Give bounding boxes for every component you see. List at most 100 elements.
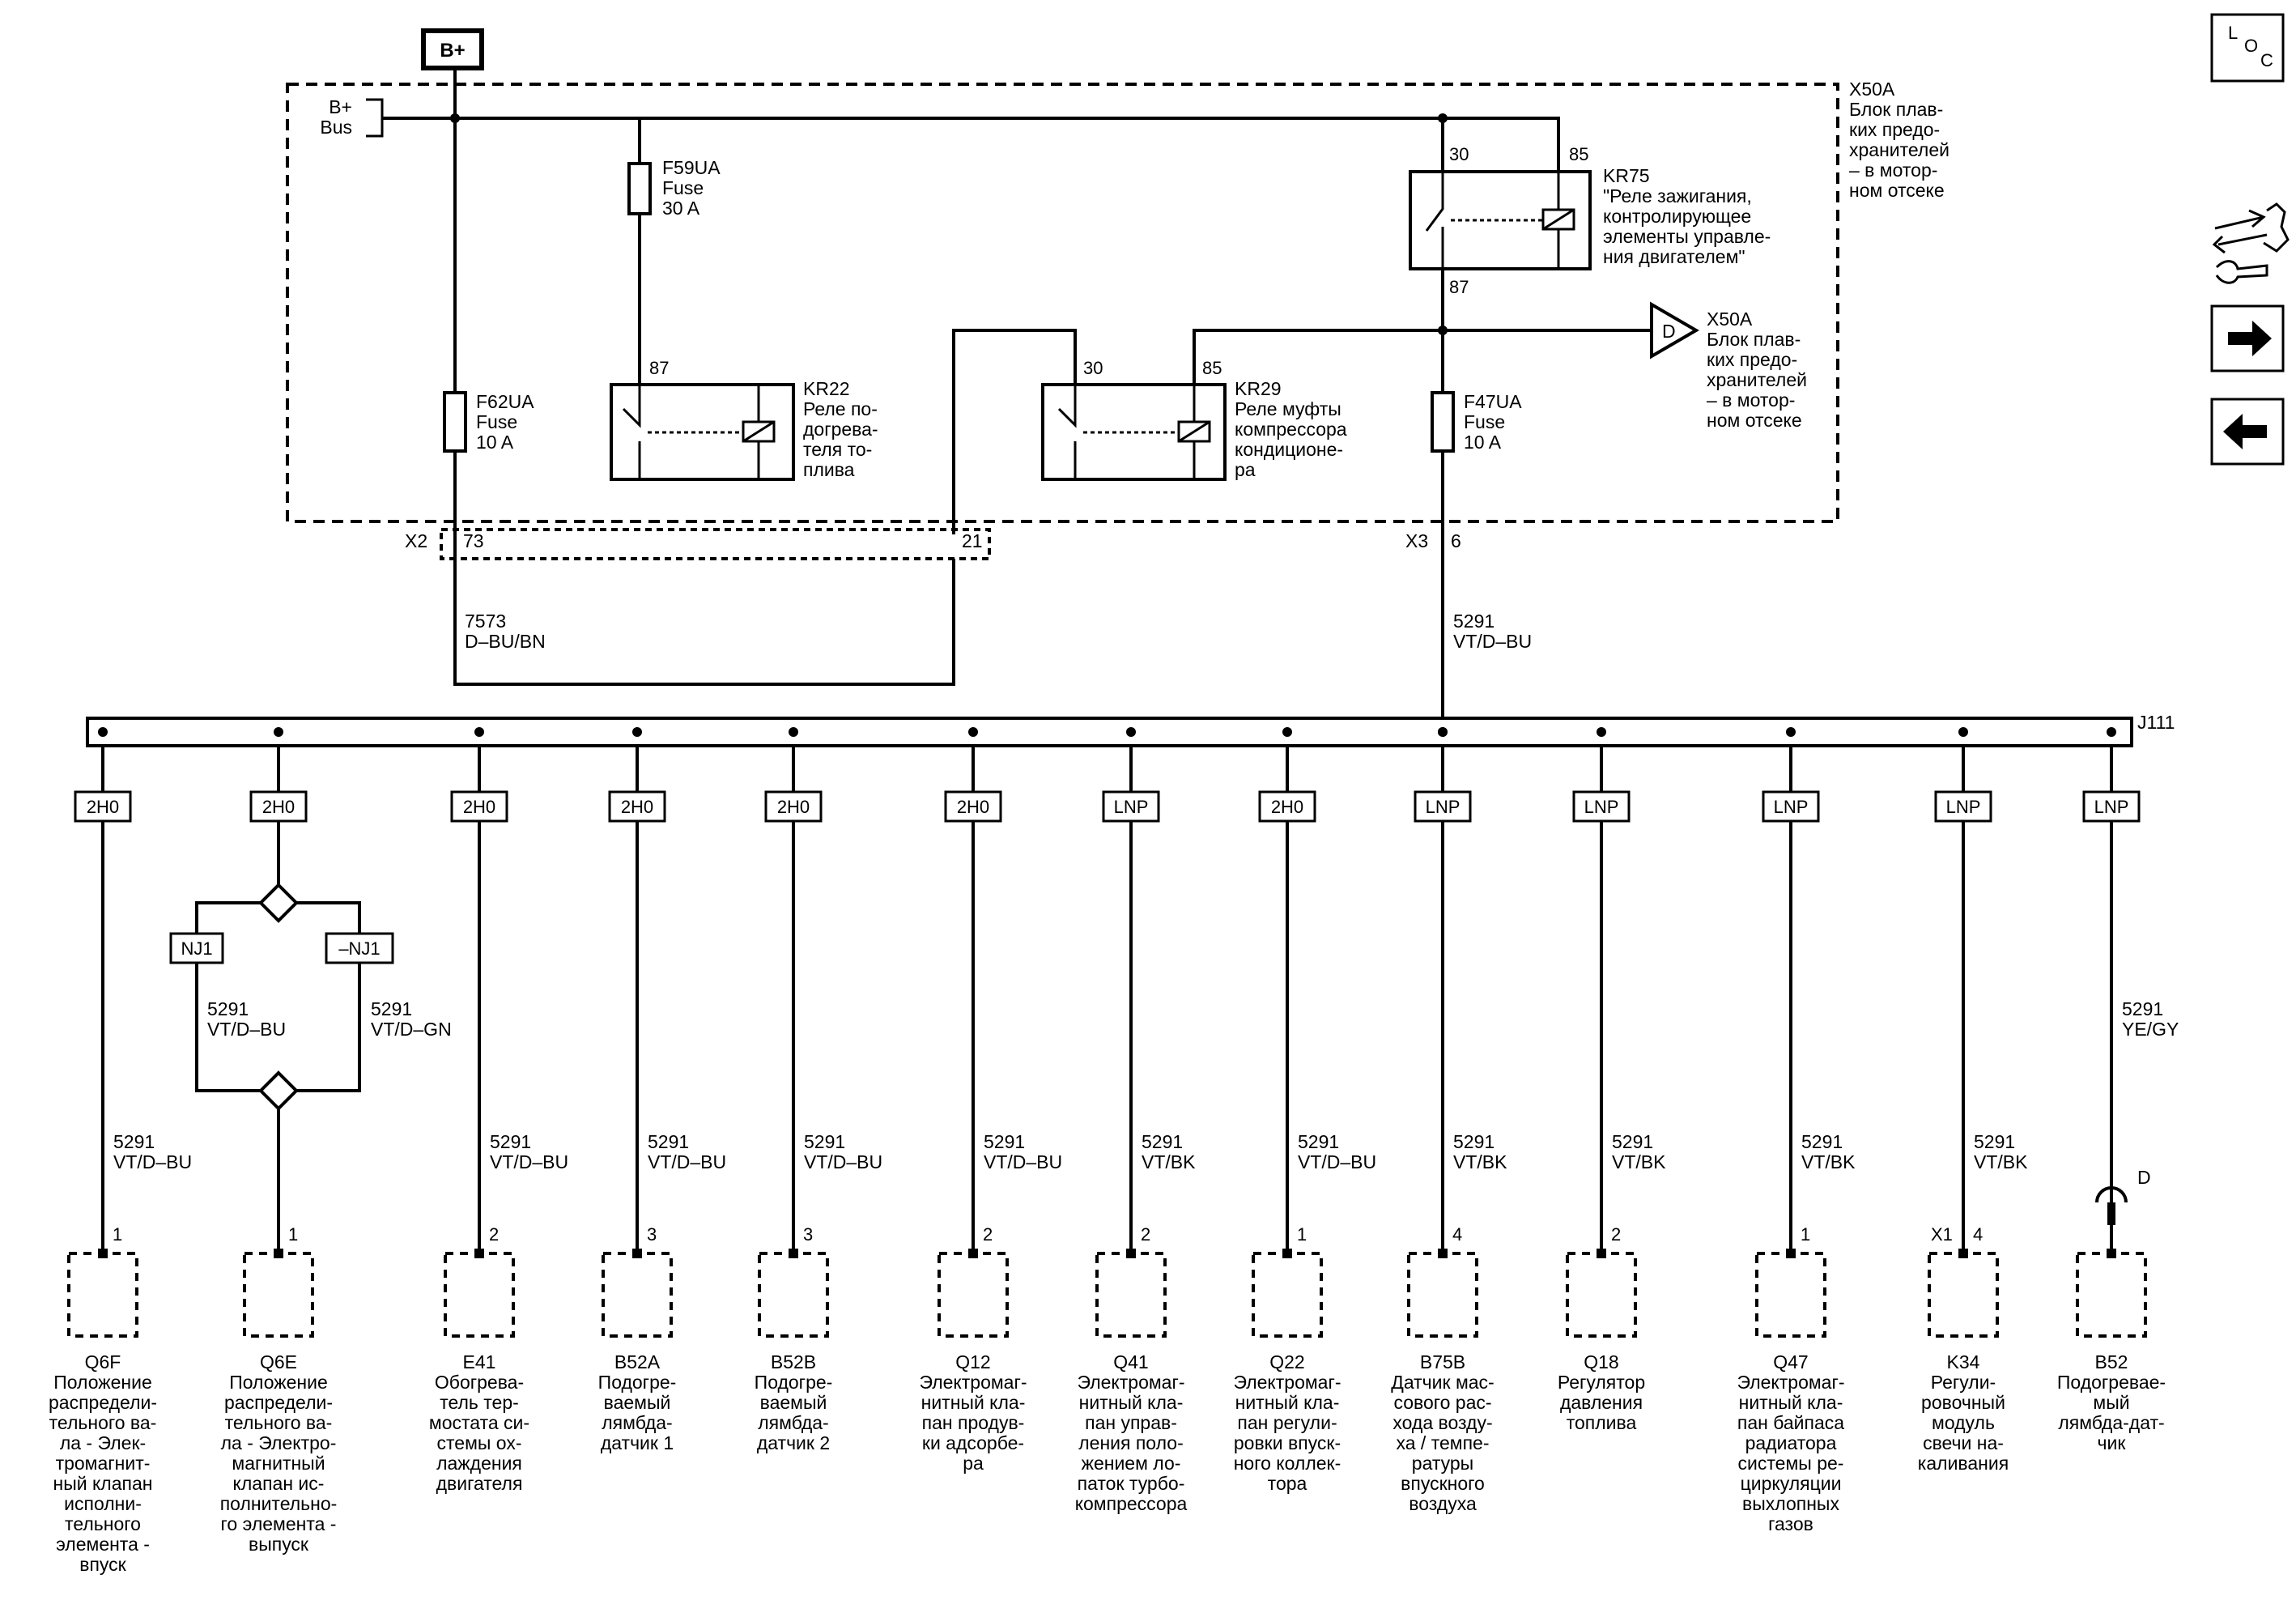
component-description: нитный кла- bbox=[1739, 1392, 1843, 1413]
q6e-bottom-diamond bbox=[258, 1070, 299, 1111]
component-description: Электромаг- bbox=[1077, 1372, 1184, 1393]
component-pin-number: 2 bbox=[983, 1224, 993, 1245]
kr75-label-line: контролирующее bbox=[1603, 206, 1751, 227]
branch-wire-color: VT/D–BU bbox=[1298, 1151, 1376, 1172]
fuse-block-label: X50A Блок плав- ких предо- хранителей – … bbox=[1849, 79, 1949, 201]
minus-nj1-tag-label: –NJ1 bbox=[338, 938, 380, 959]
component-id: E41 bbox=[463, 1351, 496, 1372]
component-description: каливания bbox=[1918, 1453, 2009, 1474]
option-tag-label: LNP bbox=[1946, 797, 1981, 817]
branch-splice-dot bbox=[274, 727, 283, 737]
kr29-switch-arm bbox=[1057, 385, 1077, 428]
kr22-label-line: Реле по- bbox=[803, 398, 878, 419]
branch-wire-number: 5291 bbox=[648, 1131, 689, 1152]
component-terminal bbox=[274, 1249, 283, 1258]
component-description: Электромаг- bbox=[919, 1372, 1027, 1393]
component-description: распредели- bbox=[224, 1392, 333, 1413]
option-tag-label: LNP bbox=[1584, 797, 1619, 817]
x2-pin-21: 21 bbox=[962, 530, 983, 551]
component-description: нитный кла- bbox=[921, 1392, 1026, 1413]
component-description: исполни- bbox=[64, 1493, 142, 1514]
f47ua-label-line: F47UA bbox=[1464, 391, 1522, 412]
component-description: ного коллек- bbox=[1234, 1453, 1341, 1474]
branch-wire-number: 5291 bbox=[1298, 1131, 1339, 1152]
component-description: впуск bbox=[79, 1554, 126, 1575]
component-description: тельного ва- bbox=[49, 1412, 157, 1433]
kr22-label: KR22 Реле по- догрева- теля то- плива bbox=[803, 378, 878, 480]
component-description: жением ло- bbox=[1082, 1453, 1181, 1474]
harness-connector-icon[interactable] bbox=[2212, 202, 2290, 284]
x3-pin-6: 6 bbox=[1451, 530, 1461, 551]
component-description: тель тер- bbox=[440, 1392, 519, 1413]
component-description: ления поло- bbox=[1078, 1432, 1183, 1453]
component-box bbox=[758, 1252, 829, 1338]
q6e-top-diamond bbox=[258, 883, 299, 923]
branch-wire-color: VT/D–BU bbox=[984, 1151, 1062, 1172]
component-pin-number: 1 bbox=[288, 1224, 298, 1245]
component-id: Q12 bbox=[955, 1351, 990, 1372]
branch-splice-dot bbox=[1438, 727, 1448, 737]
b52-connector-letter: D bbox=[2137, 1167, 2151, 1188]
component-description: ваемый bbox=[604, 1392, 671, 1413]
loc-button[interactable]: L O C bbox=[2210, 13, 2285, 83]
f59ua-fuse bbox=[627, 162, 652, 215]
component-connector-label: X1 bbox=[1931, 1224, 1953, 1245]
component-terminal bbox=[789, 1249, 798, 1258]
bus-label-line: Bus bbox=[320, 117, 352, 138]
kr75-coil-mark bbox=[1542, 208, 1575, 231]
f59ua-label: F59UA Fuse 30 A bbox=[662, 157, 721, 219]
component-terminal bbox=[98, 1249, 108, 1258]
wire-7573-label-line: 7573 bbox=[465, 611, 506, 632]
option-tag bbox=[1572, 790, 1631, 823]
ref-label-line: X50A bbox=[1707, 309, 1753, 330]
kr22-switch-arm bbox=[622, 385, 641, 428]
component-box bbox=[602, 1252, 673, 1338]
component-box bbox=[243, 1252, 314, 1338]
q6e-left-wire-label: 5291 bbox=[207, 998, 249, 1019]
component-terminal bbox=[2107, 1249, 2116, 1258]
kr75-relay bbox=[1409, 170, 1592, 270]
component-terminal bbox=[1958, 1249, 1968, 1258]
option-tag bbox=[74, 790, 132, 823]
f62ua-label-line: F62UA bbox=[476, 391, 534, 412]
branch-wire-color: VT/BK bbox=[1453, 1151, 1507, 1172]
component-description: ный клапан bbox=[53, 1473, 153, 1494]
splice-label: J111 bbox=[2137, 712, 2175, 733]
battery-label: B+ bbox=[440, 40, 465, 62]
component-description: радиатора bbox=[1745, 1432, 1837, 1453]
forward-arrow-icon[interactable] bbox=[2210, 304, 2285, 372]
bus-bracket bbox=[366, 98, 384, 138]
f62ua-label-line: 10 A bbox=[476, 432, 514, 453]
f62ua-label: F62UA Fuse 10 A bbox=[476, 391, 534, 453]
kr29-label-line: ра bbox=[1235, 459, 1256, 480]
component-description: датчик 2 bbox=[757, 1432, 830, 1453]
branch-splice-dot bbox=[1958, 727, 1968, 737]
component-description: Подогре- bbox=[598, 1372, 677, 1393]
component-description: стемы ох- bbox=[437, 1432, 522, 1453]
component-pin-number: 2 bbox=[489, 1224, 499, 1245]
kr29-pin-85: 85 bbox=[1202, 358, 1222, 378]
x3-connector-label: X3 bbox=[1405, 530, 1428, 551]
option-tag-label: 2H0 bbox=[463, 797, 495, 817]
component-box bbox=[938, 1252, 1009, 1338]
component-description: ровки впуск- bbox=[1234, 1432, 1341, 1453]
kr75-pin85-wire bbox=[1443, 117, 1560, 172]
kr75-label-line: ния двигателем" bbox=[1603, 246, 1745, 267]
component-pin-number: 4 bbox=[1452, 1224, 1462, 1245]
f47ua-label-line: 10 A bbox=[1464, 432, 1502, 453]
component-description: свечи на- bbox=[1923, 1432, 2004, 1453]
fuse-block-label-line: Блок плав- bbox=[1849, 99, 1943, 120]
fuse-block-label-line: ном отсеке bbox=[1849, 180, 1945, 201]
component-description: магнитный bbox=[232, 1453, 325, 1474]
kr29-label-line: Реле муфты bbox=[1235, 398, 1341, 419]
f59ua-label-line: F59UA bbox=[662, 157, 721, 178]
option-tag bbox=[608, 790, 666, 823]
component-id: B52A bbox=[614, 1351, 661, 1372]
branch-wire-number: 5291 bbox=[804, 1131, 845, 1152]
option-tag-label: 2H0 bbox=[957, 797, 989, 817]
component-description: элемента - bbox=[56, 1534, 150, 1555]
back-arrow-icon[interactable] bbox=[2210, 398, 2285, 466]
component-id: B52 bbox=[2095, 1351, 2128, 1372]
kr75-label-line: "Реле зажигания, bbox=[1603, 185, 1752, 206]
